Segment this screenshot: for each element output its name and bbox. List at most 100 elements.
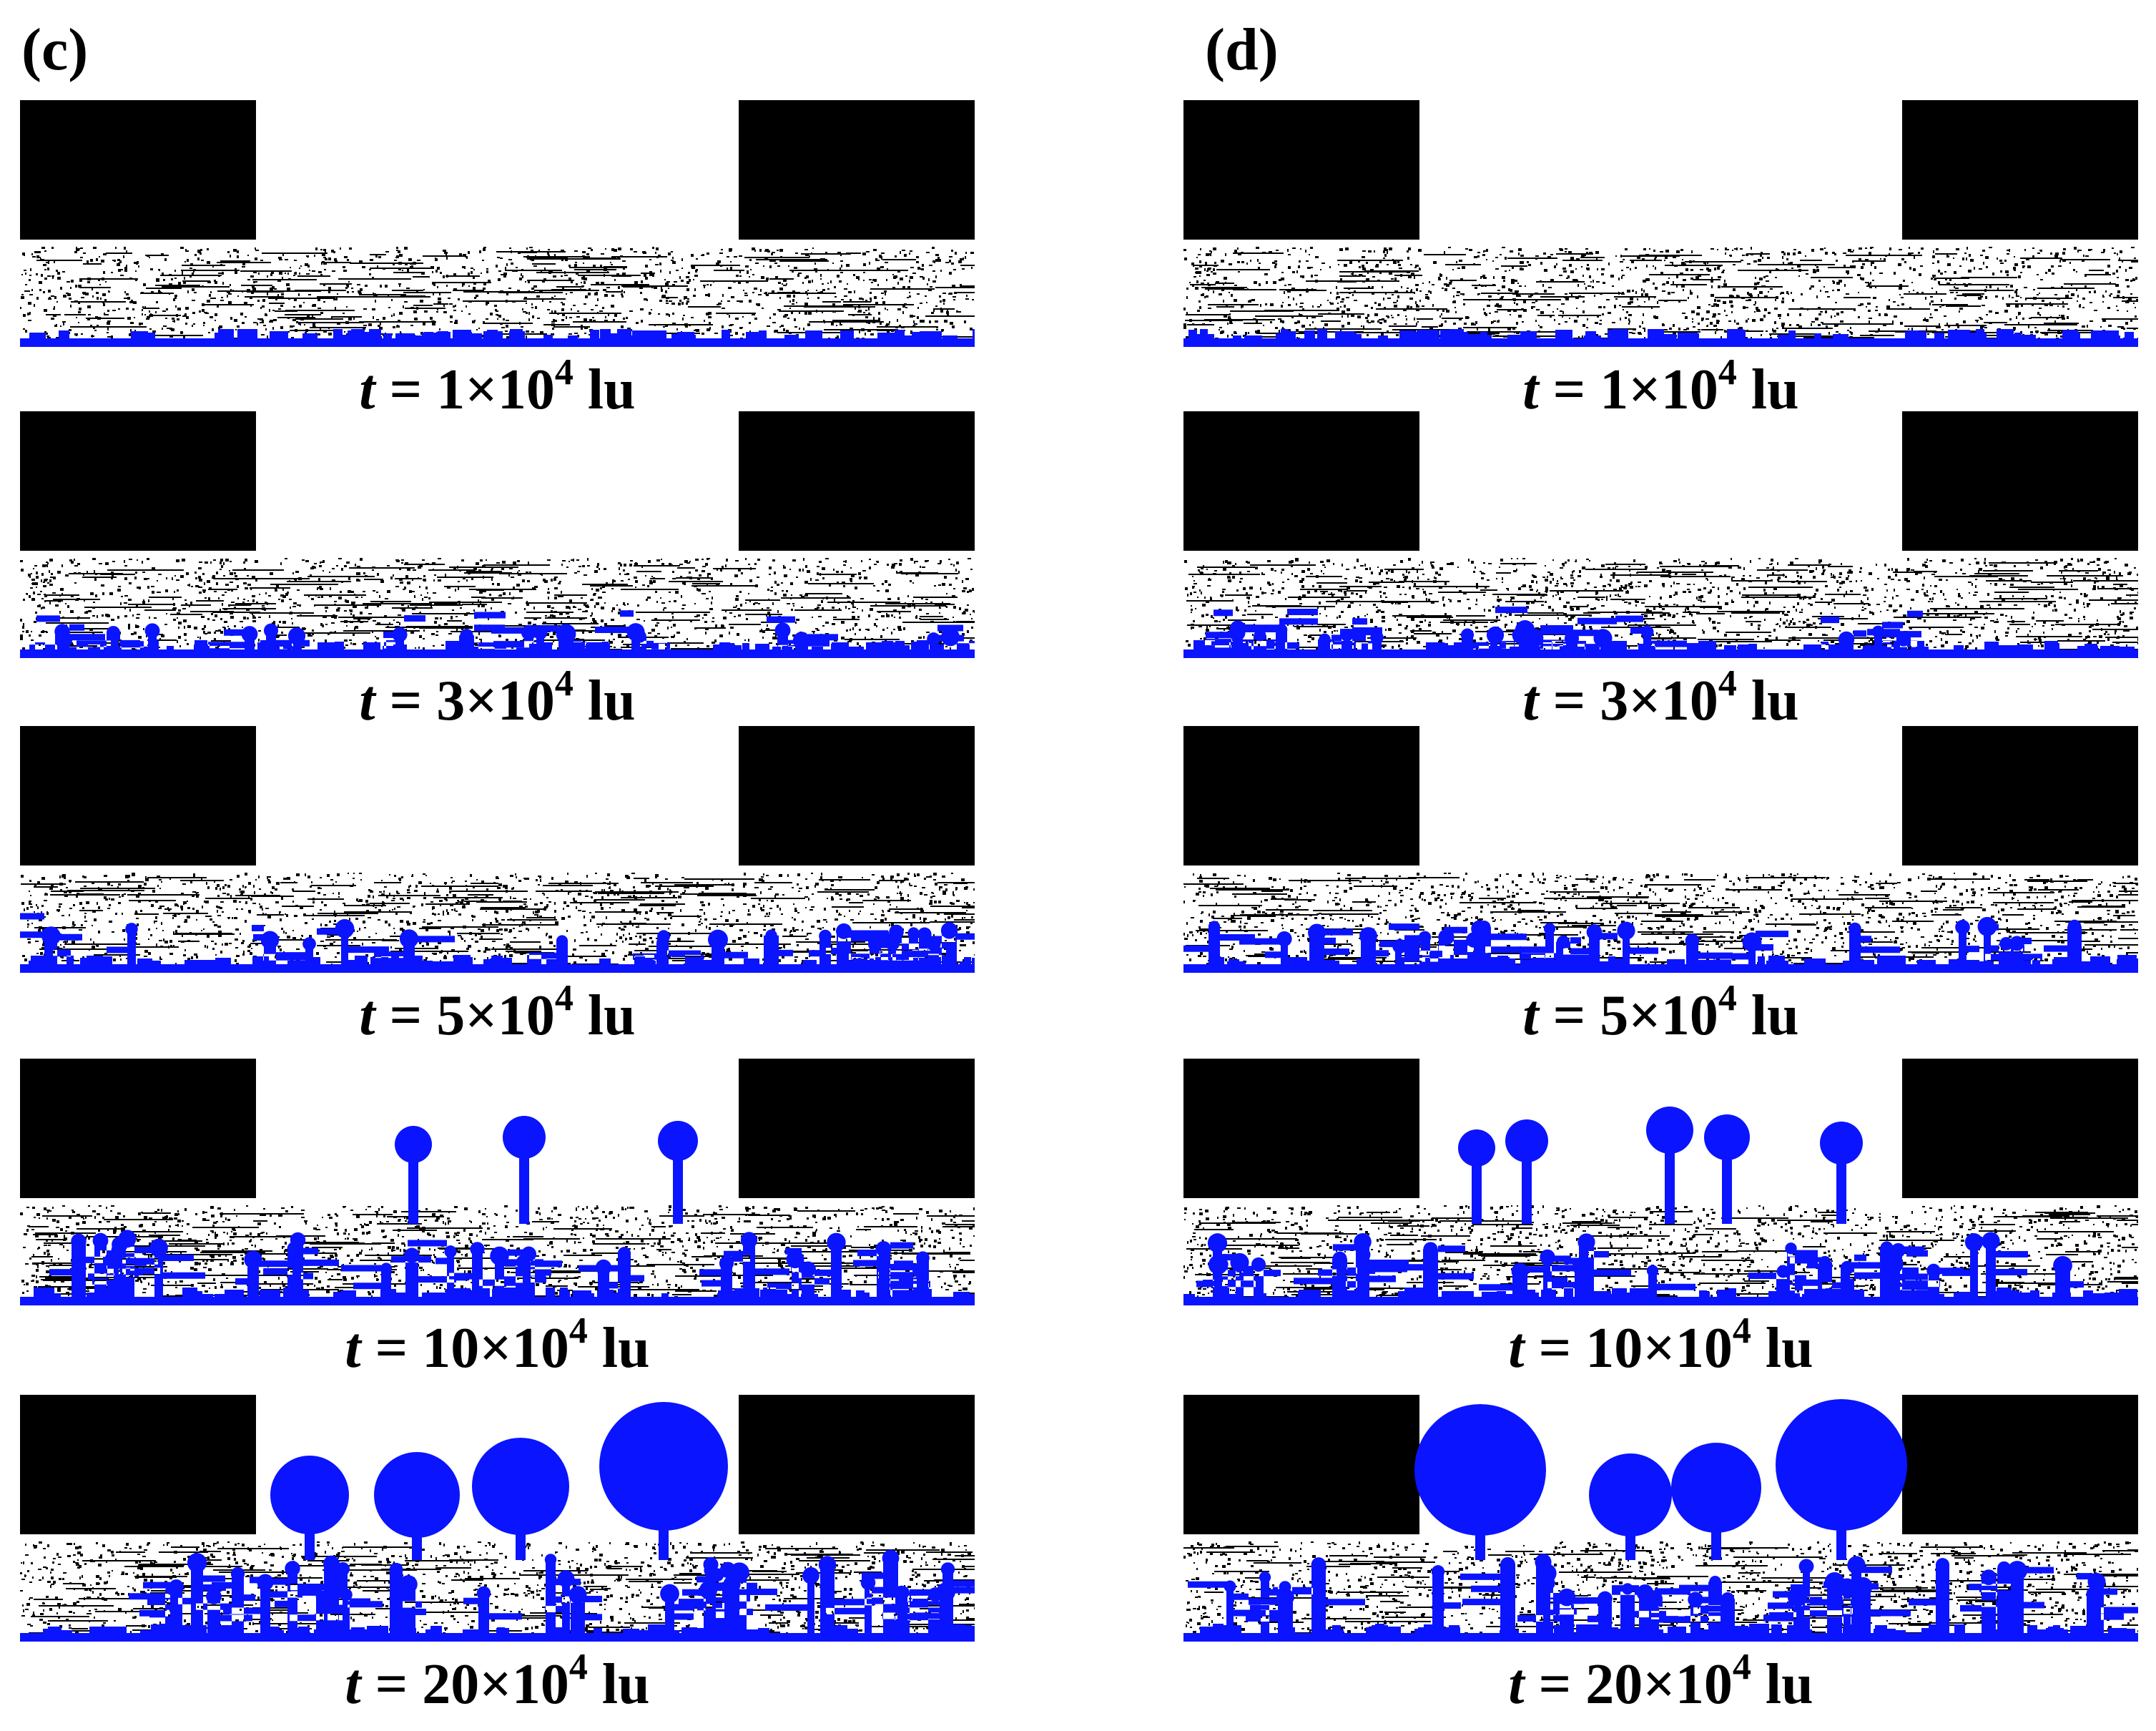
solid-block-right [1902, 726, 2138, 866]
time-value: 1×10 [1600, 358, 1718, 421]
solid-block-left [1183, 411, 1419, 551]
droplet [270, 1456, 349, 1534]
snapshot-canvas [20, 411, 975, 658]
equals-sign: = [375, 984, 437, 1047]
snapshot-d-1 [1183, 100, 2138, 347]
time-symbol: t [1522, 358, 1539, 421]
liquid-phase [1183, 916, 2138, 973]
snapshot-c-2 [20, 411, 975, 658]
time-value: 10×10 [422, 1317, 569, 1380]
droplet [472, 1438, 569, 1535]
droplet [1589, 1453, 1672, 1536]
droplet [1776, 1399, 1907, 1531]
time-value: 20×10 [422, 1653, 569, 1716]
time-unit: lu [587, 1653, 650, 1716]
equals-sign: = [1538, 984, 1600, 1047]
snapshot-d-4 [1183, 1059, 2138, 1305]
time-symbol: t [359, 670, 375, 732]
droplet [658, 1121, 698, 1161]
solid-block-left [20, 100, 256, 240]
time-value: 3×10 [436, 670, 555, 732]
time-exponent: 4 [568, 1647, 588, 1688]
snapshot-canvas [1183, 100, 2138, 347]
time-exponent: 4 [1718, 352, 1737, 393]
time-unit: lu [1751, 1653, 1813, 1716]
time-symbol: t [359, 984, 375, 1047]
time-unit: lu [573, 984, 636, 1047]
equals-sign: = [1524, 1317, 1586, 1380]
droplet [1820, 1122, 1863, 1164]
equals-sign: = [375, 358, 437, 421]
solid-block-right [739, 100, 975, 240]
time-value: 5×10 [1600, 984, 1718, 1047]
time-value: 1×10 [436, 358, 555, 421]
snapshot-c-4 [20, 1059, 975, 1305]
snapshot-canvas [1183, 1059, 2138, 1305]
solid-block-right [739, 1395, 975, 1534]
equals-sign: = [375, 670, 437, 732]
time-exponent: 4 [1732, 1647, 1751, 1688]
liquid-phase [1183, 329, 2138, 347]
time-caption: t = 5×104 lu [1183, 980, 2138, 1048]
liquid-phase [1183, 607, 2138, 658]
droplet [1458, 1129, 1495, 1167]
time-unit: lu [1736, 670, 1799, 732]
time-unit: lu [587, 1317, 650, 1380]
time-caption: t = 5×104 lu [20, 980, 975, 1048]
time-exponent: 4 [1718, 978, 1737, 1019]
droplet [395, 1126, 432, 1163]
time-exponent: 4 [1718, 663, 1737, 705]
equals-sign: = [360, 1653, 423, 1716]
droplet [1671, 1443, 1761, 1533]
time-caption: t = 20×104 lu [20, 1649, 975, 1717]
time-unit: lu [1751, 1317, 1813, 1380]
time-symbol: t [359, 358, 375, 421]
time-value: 5×10 [436, 984, 555, 1047]
droplet [503, 1116, 546, 1159]
liquid-phase [1183, 1107, 2138, 1305]
snapshot-canvas [20, 1059, 975, 1305]
time-exponent: 4 [554, 352, 574, 393]
time-unit: lu [573, 670, 636, 732]
time-exponent: 4 [554, 663, 574, 705]
time-exponent: 4 [554, 978, 574, 1019]
time-caption: t = 10×104 lu [1183, 1313, 2138, 1381]
time-caption: t = 20×104 lu [1183, 1649, 2138, 1717]
snapshot-canvas [1183, 726, 2138, 973]
equals-sign: = [360, 1317, 423, 1380]
solid-block-right [739, 1059, 975, 1198]
time-unit: lu [573, 358, 636, 421]
liquid-phase [20, 610, 975, 658]
time-symbol: t [1522, 670, 1539, 732]
time-symbol: t [345, 1317, 361, 1380]
solid-block-left [20, 1059, 256, 1198]
time-symbol: t [1508, 1653, 1525, 1716]
snapshot-canvas [1183, 1395, 2138, 1642]
time-unit: lu [1736, 984, 1799, 1047]
time-symbol: t [345, 1653, 361, 1716]
snapshot-canvas [20, 100, 975, 347]
snapshot-c-1 [20, 100, 975, 347]
snapshot-canvas [20, 726, 975, 973]
solid-block-left [1183, 1059, 1419, 1198]
time-value: 10×10 [1585, 1317, 1733, 1380]
snapshot-canvas [1183, 411, 2138, 658]
snapshot-c-5 [20, 1395, 975, 1642]
solid-block-right [1902, 100, 2138, 240]
droplet [374, 1452, 460, 1538]
solid-block-right [739, 411, 975, 551]
time-caption: t = 1×104 lu [20, 354, 975, 422]
solid-block-left [20, 726, 256, 866]
equals-sign: = [1524, 1653, 1586, 1716]
liquid-phase [20, 1116, 975, 1305]
droplet [1505, 1119, 1548, 1162]
time-value: 20×10 [1585, 1653, 1733, 1716]
equals-sign: = [1538, 670, 1600, 732]
time-value: 3×10 [1600, 670, 1718, 732]
solid-block-left [20, 411, 256, 551]
snapshot-d-5 [1183, 1395, 2138, 1642]
liquid-phase [20, 329, 975, 347]
time-exponent: 4 [1732, 1310, 1751, 1352]
time-caption: t = 1×104 lu [1183, 354, 2138, 422]
